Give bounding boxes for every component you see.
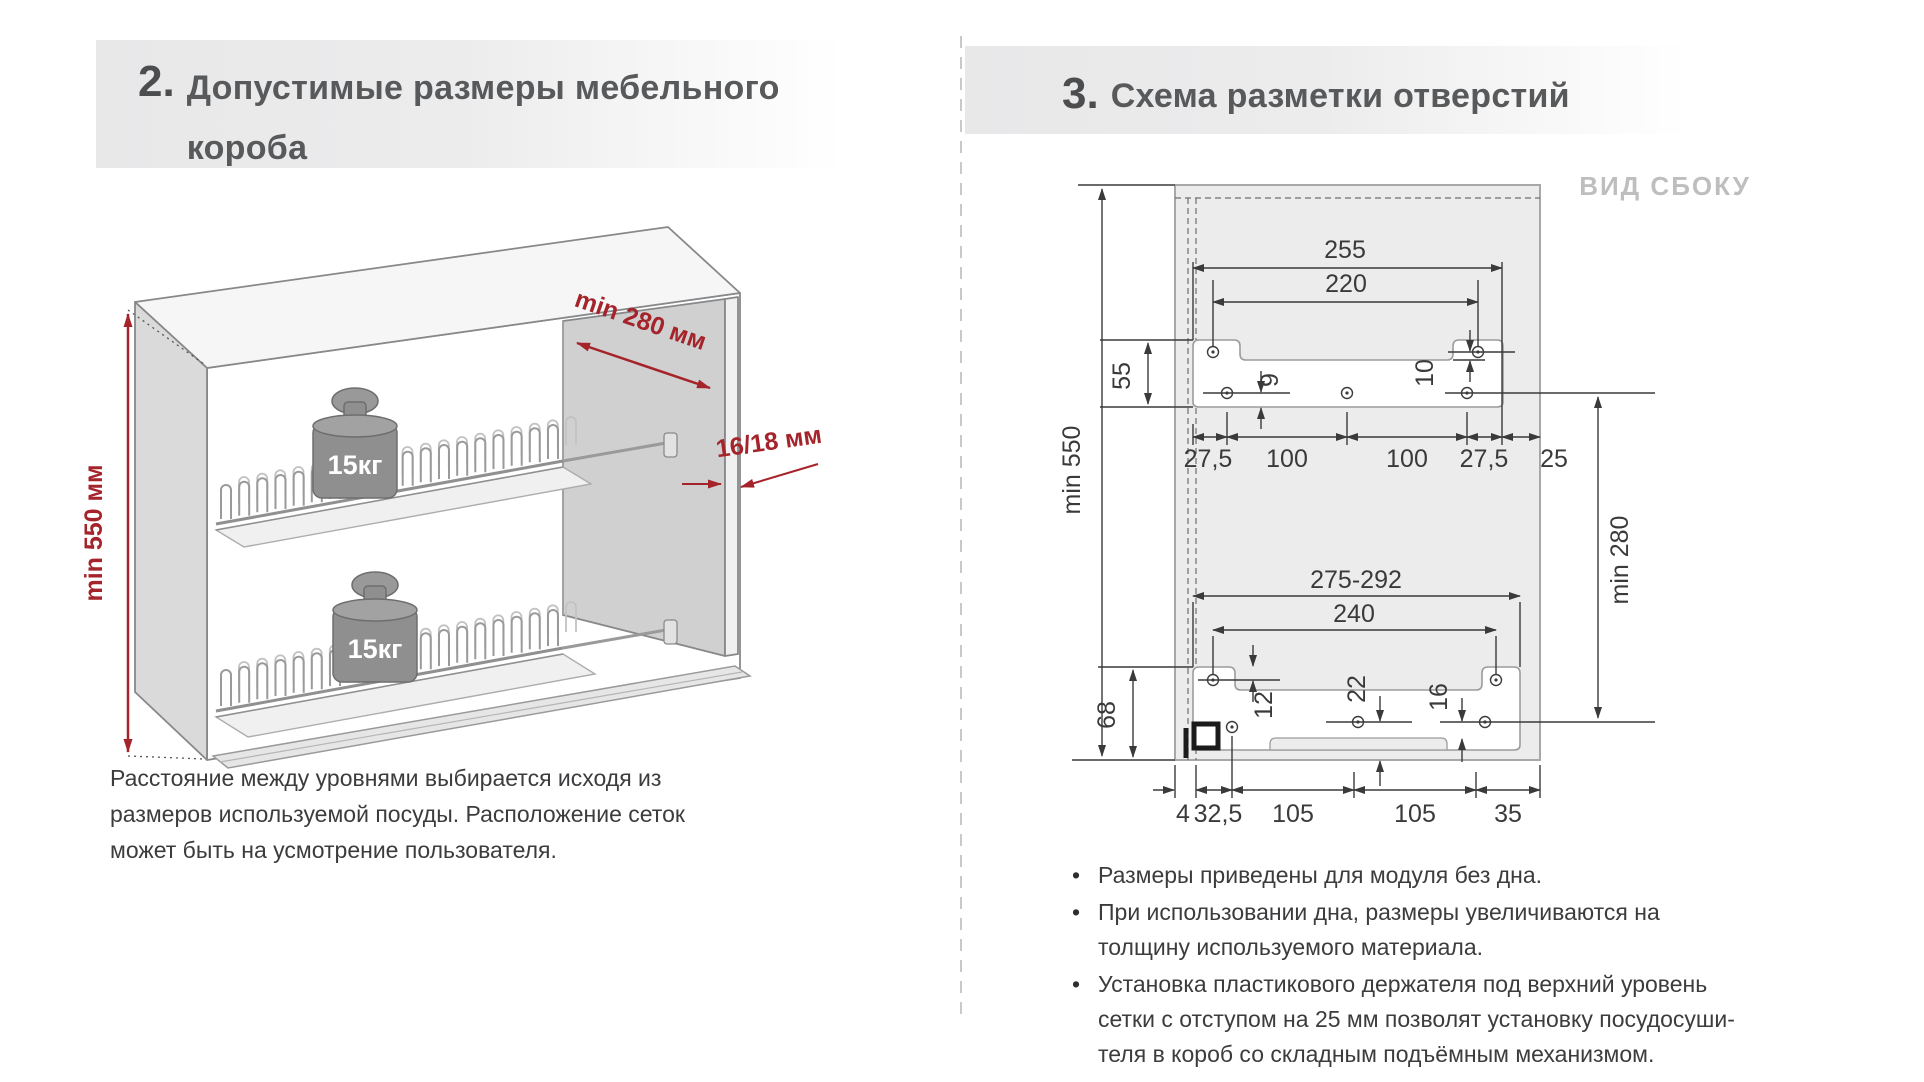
dim-255: 255 bbox=[1324, 236, 1366, 264]
section2-header-band bbox=[96, 40, 908, 168]
dim-min550: min 550 bbox=[1058, 426, 1086, 515]
dimension-lines bbox=[1072, 184, 1655, 798]
dim-68: 68 bbox=[1093, 701, 1121, 729]
dim-100-right: 100 bbox=[1386, 445, 1428, 473]
section2-title-line2: короба bbox=[186, 129, 308, 167]
plastic-holder-symbol bbox=[1183, 721, 1221, 758]
cabinet-illustration: 15кг 15кг min 550 мм min 280 мм 16/18 мм bbox=[80, 226, 824, 769]
dim-10: 10 bbox=[1411, 359, 1439, 387]
dim-220: 220 bbox=[1325, 270, 1367, 298]
dimension-labels: 255 220 55 9 10 27,5 100 100 27,5 25 min… bbox=[1058, 236, 1634, 828]
section2-title-line1: Допустимые размеры мебельного bbox=[186, 69, 780, 107]
dim-25: 25 bbox=[1540, 445, 1568, 473]
dim-100-left: 100 bbox=[1266, 445, 1308, 473]
view-label: ВИД СБОКУ bbox=[1579, 171, 1751, 201]
section3-number: 3. bbox=[1062, 69, 1099, 118]
lower-cutout-bottom-tab bbox=[1269, 737, 1448, 751]
lower-weight: 15кг bbox=[332, 571, 418, 683]
section2-number: 2. bbox=[138, 57, 175, 106]
section3-notes: • Размеры приведены для модуля без дна. •… bbox=[1072, 858, 1902, 1074]
note-item: • При использовании дна, размеры увеличив… bbox=[1072, 895, 1902, 965]
note-text: При использовании дна, размеры увеличива… bbox=[1098, 899, 1660, 960]
section3-header-band bbox=[965, 46, 1753, 134]
note-text: Размеры приведены для модуля без дна. bbox=[1098, 862, 1543, 888]
lower-cutout bbox=[1192, 666, 1521, 751]
bullet-icon: • bbox=[1072, 862, 1081, 888]
dim-9: 9 bbox=[1256, 373, 1284, 387]
section2-header: 2. Допустимые размеры мебельного короба bbox=[138, 58, 780, 178]
dim-16: 16 bbox=[1425, 683, 1453, 711]
note-text: Установка пластикового держателя под вер… bbox=[1098, 971, 1735, 1067]
note-item: • Размеры приведены для модуля без дна. bbox=[1072, 858, 1902, 893]
cabinet-bottom-profile bbox=[211, 665, 752, 769]
height-dimension: min 550 мм bbox=[80, 309, 205, 760]
section2-title: Допустимые размеры мебельного короба bbox=[187, 58, 780, 178]
dim-32-5: 32,5 bbox=[1194, 800, 1243, 828]
note-item: • Установка пластикового держателя под ве… bbox=[1072, 967, 1902, 1072]
dim-12: 12 bbox=[1250, 691, 1278, 719]
side-panel bbox=[1174, 184, 1541, 761]
dim-27-5-right: 27,5 bbox=[1460, 445, 1509, 473]
front-edge-dashed-lines bbox=[1175, 197, 1540, 760]
dim-105-right: 105 bbox=[1394, 800, 1436, 828]
dim-22: 22 bbox=[1343, 675, 1371, 703]
dim-min280: min 280 bbox=[1606, 516, 1634, 605]
dim-4: 4 bbox=[1176, 800, 1190, 828]
section2-caption: Расстояние между уровнями выбирается исх… bbox=[110, 765, 685, 863]
section3-title: Схема разметки отверстий bbox=[1110, 77, 1570, 115]
upper-weight: 15кг bbox=[312, 387, 398, 499]
top-cutout bbox=[1192, 339, 1504, 408]
dim-240: 240 bbox=[1333, 600, 1375, 628]
dim-105-left: 105 bbox=[1272, 800, 1314, 828]
bullet-icon: • bbox=[1072, 899, 1081, 925]
dim-275-292: 275-292 bbox=[1310, 566, 1402, 594]
section3-header: 3. Схема разметки отверстий bbox=[1062, 70, 1570, 120]
dim-27-5-left: 27,5 bbox=[1184, 445, 1233, 473]
bullet-icon: • bbox=[1072, 971, 1081, 997]
dim-55: 55 bbox=[1108, 362, 1136, 390]
lower-weight-label: 15кг bbox=[348, 634, 403, 664]
dim-35: 35 bbox=[1494, 800, 1522, 828]
height-dimension-label: min 550 мм bbox=[80, 464, 108, 601]
upper-weight-label: 15кг bbox=[328, 450, 383, 480]
page-divider bbox=[960, 36, 962, 1016]
hole-marking-drawing: ВИД СБОКУ bbox=[1058, 171, 1751, 828]
